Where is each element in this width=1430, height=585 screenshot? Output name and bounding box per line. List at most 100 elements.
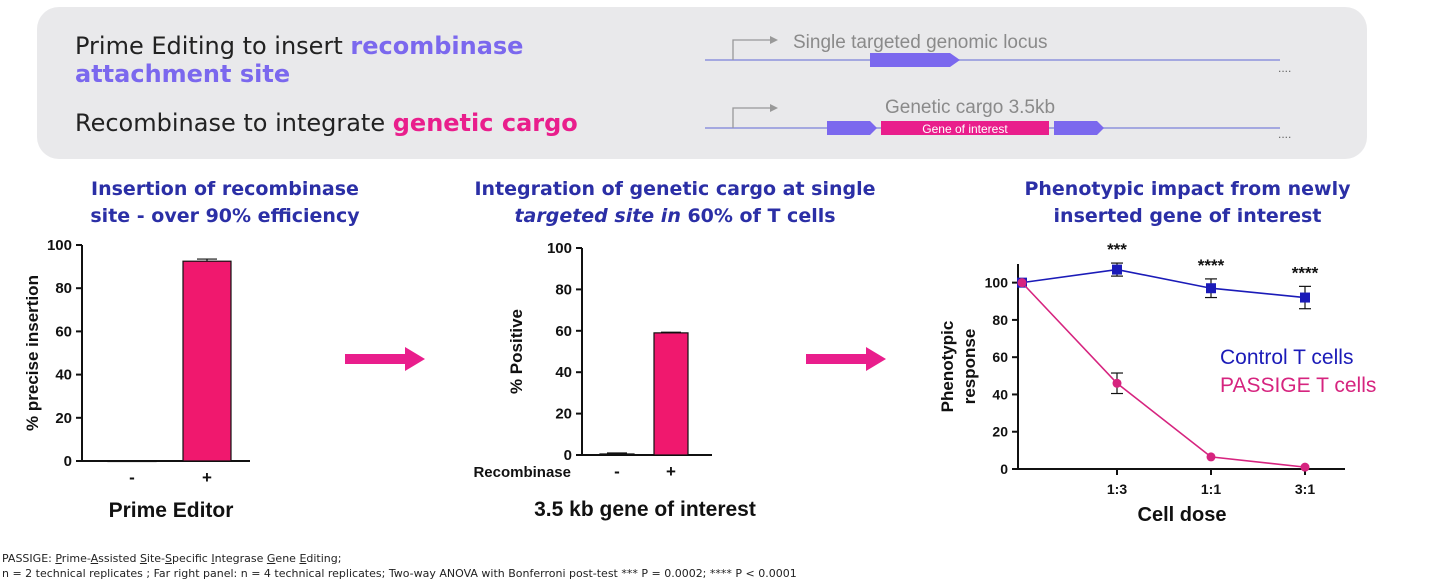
data-point-square <box>1300 292 1310 303</box>
arrow1-head <box>405 347 425 371</box>
promoter-arrow-2 <box>732 107 770 128</box>
footnote-part: ene <box>275 552 300 565</box>
x-tick-label: - <box>129 468 135 487</box>
y-tick-label: 60 <box>555 323 572 340</box>
significance-label: *** <box>1107 240 1127 259</box>
top-summary-panel <box>37 7 1367 159</box>
mid-title-line1: Integration of genetic cargo at single <box>474 178 876 200</box>
footnote-part: diting; <box>306 552 342 565</box>
bar <box>599 453 635 456</box>
footnote-part: ssisted <box>98 552 140 565</box>
y-tick-label: 100 <box>47 237 72 254</box>
y-axis-label: % precise insertion <box>23 275 42 431</box>
footnote-passige-definition: PASSIGE: Prime-Assisted Site-Specific In… <box>2 552 341 565</box>
y-tick-label: 20 <box>555 406 572 423</box>
row-label: Recombinase <box>473 464 571 481</box>
x-tick-label: 1:1 <box>1201 481 1221 497</box>
data-point-circle <box>1206 452 1216 462</box>
top-line-recombinase: Recombinase to integrate genetic cargo <box>75 109 578 137</box>
x-tick-label: - <box>614 462 620 481</box>
footnote-part: P <box>55 552 62 565</box>
arrow-left-to-middle <box>345 347 425 371</box>
footnote-part: S <box>165 552 173 565</box>
y-tick-label: 0 <box>64 453 72 470</box>
y-axis-label: % Positive <box>507 309 526 394</box>
footnote-part: A <box>90 552 99 565</box>
right-chart-title: Phenotypic impact from newly inserted ge… <box>985 176 1390 230</box>
data-point-circle <box>1112 378 1122 388</box>
bar <box>182 260 232 462</box>
x-tick-label: 3:1 <box>1295 481 1315 497</box>
promoter-arrow-1 <box>732 39 770 60</box>
line2-prefix: Recombinase to integrate <box>75 109 393 137</box>
footnote-part: I <box>211 552 215 565</box>
footnote-statistics: n = 2 technical replicates ; Far right p… <box>2 567 797 580</box>
data-point-square <box>1112 264 1122 275</box>
line2-highlight-genetic-cargo: genetic cargo <box>392 109 578 137</box>
promoter-arrowhead-1 <box>770 36 778 44</box>
right-title-line2: inserted gene of interest <box>1053 205 1322 227</box>
arrow2-head <box>866 347 886 371</box>
data-point-circle <box>1300 462 1310 472</box>
bar <box>107 460 157 463</box>
y-tick-label: 40 <box>555 364 572 381</box>
footnote-part: S <box>139 552 147 565</box>
x-axis-label: 3.5 kb gene of interest <box>534 498 756 521</box>
y-tick-label: 20 <box>55 410 72 427</box>
y-axis-label-line1: Phenotypic <box>938 321 957 413</box>
x-axis-label: Prime Editor <box>109 499 234 522</box>
left-title-line1: Insertion of recombinase <box>91 178 359 200</box>
y-tick-label: 80 <box>55 280 72 297</box>
legend-entry: Control T cells <box>1220 346 1353 369</box>
y-tick-label: 80 <box>555 281 572 298</box>
y-tick-label: 80 <box>992 312 1008 328</box>
diagram1-label: Single targeted genomic locus <box>793 32 1048 53</box>
bar <box>653 332 689 456</box>
x-axis-label: Cell dose <box>1138 504 1227 526</box>
mid-title-italic: targeted site in <box>514 205 681 227</box>
footnote-part: PASSIGE: <box>2 552 56 565</box>
series-line <box>1021 268 1306 299</box>
footnote-part: E <box>299 552 307 565</box>
left-title-line2: site - over 90% efficiency <box>90 205 360 227</box>
genetic-cargo-diagram: Genetic cargo 3.5kb Gene of interest ...… <box>705 97 1291 141</box>
line1-highlight-recombinase: recombinase <box>350 32 524 60</box>
attachment-site-block <box>870 53 960 67</box>
y-tick-label: 100 <box>547 240 572 257</box>
y-tick-label: 60 <box>992 349 1008 365</box>
significance-label: **** <box>1198 256 1225 275</box>
footnote-part: ite- <box>146 552 166 565</box>
promoter-arrowhead-2 <box>770 104 778 112</box>
cargo-site-left <box>827 121 877 135</box>
mid-title-rest: 60% of T cells <box>680 205 836 227</box>
x-tick-label: + <box>202 468 212 487</box>
x-tick-label: + <box>666 462 676 481</box>
cargo-site-right <box>1054 121 1104 135</box>
mid-title-line2: targeted site in 60% of T cells <box>440 203 910 230</box>
y-tick-label: 20 <box>992 424 1008 440</box>
diagram2-ellipsis: .... <box>1278 127 1291 141</box>
data-point-square <box>1206 283 1216 294</box>
arrow2-shaft <box>806 354 868 364</box>
line1-prefix: Prime Editing to insert <box>75 32 351 60</box>
gene-of-interest-label: Gene of interest <box>922 122 1008 136</box>
arrow1-shaft <box>345 354 407 364</box>
top-line-prime-editing-2: attachment site <box>75 60 290 88</box>
right-title-line1: Phenotypic impact from newly <box>1024 178 1351 200</box>
genomic-locus-diagram: Single targeted genomic locus .... <box>705 32 1291 75</box>
y-tick-label: 40 <box>992 386 1008 402</box>
middle-chart-title: Integration of genetic cargo at single t… <box>440 176 910 230</box>
diagram1-ellipsis: .... <box>1278 61 1291 75</box>
y-tick-label: 60 <box>55 323 72 340</box>
gene-of-interest-block <box>881 121 1049 135</box>
arrow-middle-to-right <box>806 347 886 371</box>
footnote-part: pecific <box>172 552 212 565</box>
top-line-prime-editing: Prime Editing to insert recombinase <box>75 32 523 60</box>
footnote-part: ntegrase <box>214 552 267 565</box>
y-tick-label: 0 <box>1000 461 1008 477</box>
line1-highlight-attachment-site: attachment site <box>75 60 291 88</box>
